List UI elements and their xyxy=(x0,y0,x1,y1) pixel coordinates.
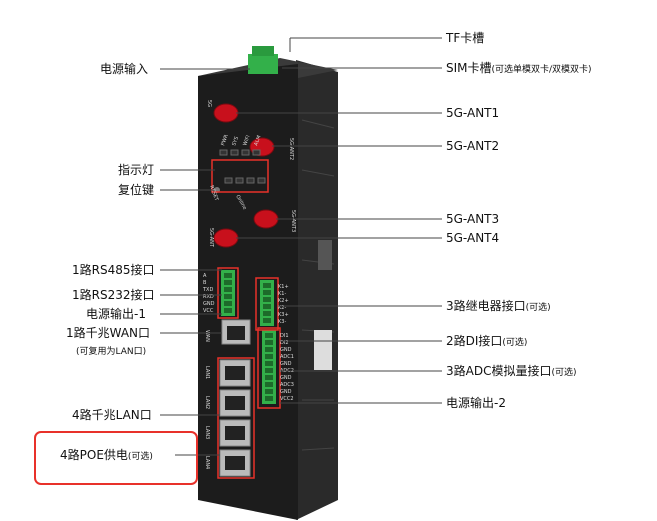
port-right-label: K3- xyxy=(278,319,286,325)
ant-label: 5G-ANT2 xyxy=(288,138,294,160)
di-label: DI2 xyxy=(280,340,289,346)
label-relay: 3路继电器接口(可选) xyxy=(446,299,551,315)
port-left-label: GND xyxy=(203,301,215,307)
reset-label: RESET xyxy=(208,185,219,203)
ant-label: 5G-ANT xyxy=(208,228,214,248)
di-label: GND xyxy=(280,361,292,367)
label-di: 2路DI接口(可选) xyxy=(446,334,527,350)
label-rs485: 1路RS485接口 xyxy=(72,263,155,277)
label-power-out1: 电源输出-1 xyxy=(86,307,146,321)
label-relay-main: 3路继电器接口 xyxy=(446,299,526,313)
label-adc: 3路ADC模拟量接口(可选) xyxy=(446,364,577,380)
label-wan-note: (可复用为LAN口) xyxy=(76,347,147,357)
di-label: GND xyxy=(280,375,292,381)
label-sim-note: (可选单模双卡/双模双卡) xyxy=(491,65,592,75)
label-wan: 1路千兆WAN口 xyxy=(66,326,151,340)
label-adc-main: 3路ADC模拟量接口 xyxy=(446,364,552,378)
label-poe-main: 4路POE供电 xyxy=(60,448,128,462)
label-ant3: 5G-ANT3 xyxy=(446,212,500,226)
port-right-label: K2+ xyxy=(278,298,289,304)
port-left-label: A xyxy=(203,273,207,279)
label-ant2: 5G-ANT2 xyxy=(446,139,500,153)
ant-label: 5G-ANT3 xyxy=(290,210,296,232)
label-power-out2: 电源输出-2 xyxy=(446,396,506,410)
lan-port-label: LAN1 xyxy=(204,366,210,379)
wan-port-label: WAN xyxy=(204,330,210,342)
port-left-label: TXD xyxy=(202,287,213,293)
label-ant1: 5G-ANT1 xyxy=(446,106,500,120)
label-lan: 4路千兆LAN口 xyxy=(72,408,152,422)
label-sim-main: SIM卡槽 xyxy=(446,61,492,75)
port-right-label: K1- xyxy=(278,291,286,297)
port-right-label: K1+ xyxy=(278,284,289,290)
label-adc-note: (可选) xyxy=(551,368,577,378)
di-label: ADC1 xyxy=(280,354,294,360)
port-left-label: RXD xyxy=(203,294,214,300)
label-di-main: 2路DI接口 xyxy=(446,334,503,348)
port-left-label: VCC xyxy=(203,308,214,314)
led-label: PWR xyxy=(220,133,230,146)
label-poe-note: (可选) xyxy=(127,452,153,462)
label-power-input: 电源输入 xyxy=(100,62,149,76)
lan-port-label: LAN4 xyxy=(204,456,210,469)
led-label: SYS xyxy=(231,136,240,147)
label-di-note: (可选) xyxy=(502,338,528,348)
led-label: ALM xyxy=(253,135,262,147)
port-right-label: K3+ xyxy=(278,312,289,318)
poe-highlight-box xyxy=(34,431,198,485)
port-right-label: K2- xyxy=(278,305,286,311)
label-poe: 4路POE供电(可选) xyxy=(60,448,153,464)
label-reset: 复位键 xyxy=(118,183,155,197)
di-label: ADC3 xyxy=(280,382,294,388)
label-sim: SIM卡槽(可选单模双卡/双模双卡) xyxy=(446,61,592,77)
di-label: VCC2 xyxy=(280,396,294,402)
ant-label: 5G xyxy=(206,100,212,107)
di-label: DI1 xyxy=(280,333,289,339)
port-left-label: B xyxy=(203,280,207,286)
label-indicator: 指示灯 xyxy=(118,163,155,177)
label-ant4: 5G-ANT4 xyxy=(446,231,500,245)
label-tf: TF卡槽 xyxy=(446,31,485,45)
label-rs232: 1路RS232接口 xyxy=(72,288,155,302)
label-relay-note: (可选) xyxy=(525,303,551,313)
lan-port-label: LAN2 xyxy=(204,396,210,409)
di-label: GND xyxy=(280,347,292,353)
di-label: GND xyxy=(280,389,292,395)
led-label: WIFI xyxy=(242,135,251,147)
lan-port-label: LAN3 xyxy=(204,426,210,439)
